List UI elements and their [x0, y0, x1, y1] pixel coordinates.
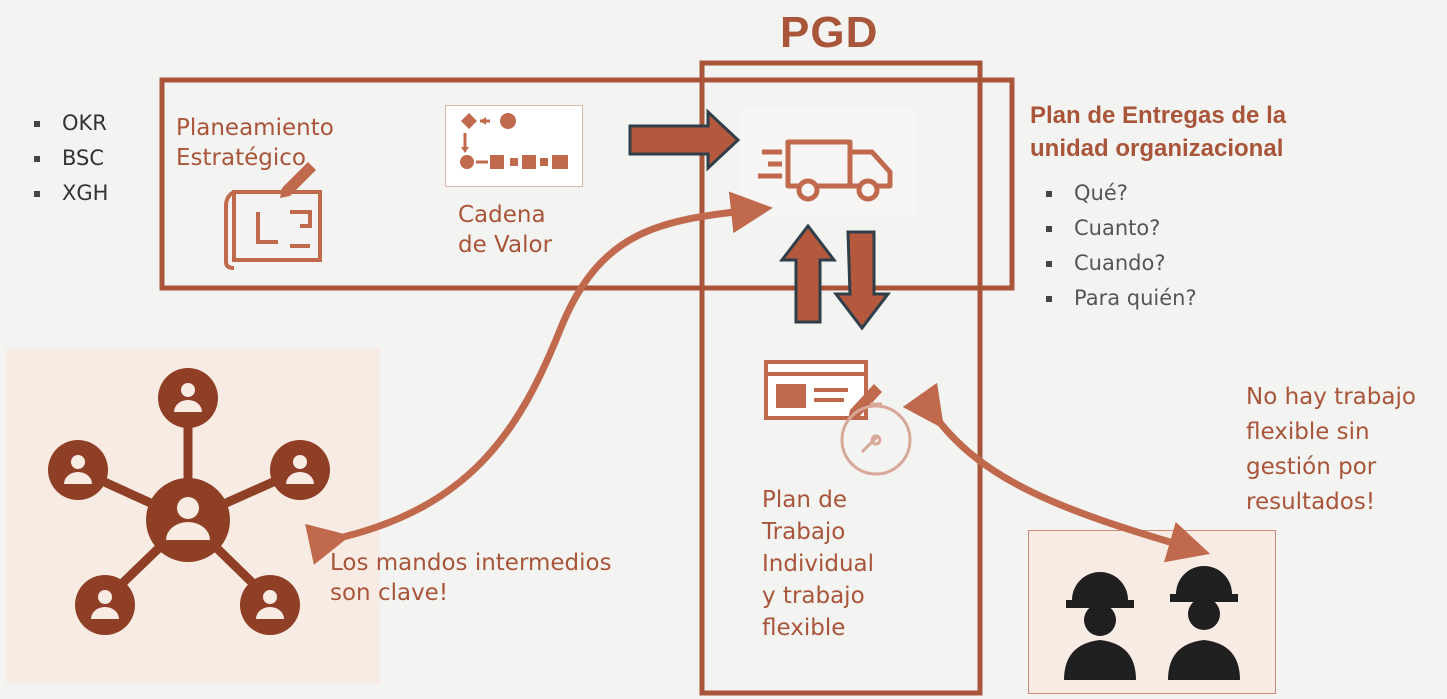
framework-list: OKR BSC XGH — [30, 108, 108, 213]
framework-item: OKR — [30, 108, 108, 143]
down-arrow — [832, 230, 892, 331]
stopwatch-icon — [840, 402, 912, 476]
mandos-curve-arrow — [305, 191, 773, 565]
up-arrow — [778, 223, 838, 324]
pgd-title: PGD — [780, 8, 879, 57]
plan-trabajo-label: Plan de Trabajo Individual y trabajo fle… — [762, 487, 875, 641]
workers-icon — [1064, 566, 1240, 680]
workers-curve-arrow — [902, 382, 1211, 563]
plan-entregas-questions: Qué? Cuanto? Cuando? Para quién? — [1042, 178, 1197, 318]
mandos-note: Los mandos intermedios son clave! — [330, 550, 612, 606]
plan-entregas-title: Plan de Entregas de la unidad organizaci… — [1030, 102, 1287, 162]
question-item: Cuanto? — [1042, 213, 1197, 248]
question-item: Qué? — [1042, 178, 1197, 213]
delivery-truck-icon — [758, 139, 893, 202]
planeamiento-label: Planeamiento Estratégico — [176, 115, 334, 171]
framework-item: XGH — [30, 178, 108, 213]
blueprint-icon — [224, 162, 322, 270]
question-item: Para quién? — [1042, 283, 1197, 318]
org-network-icon — [48, 368, 330, 635]
framework-item: BSC — [30, 143, 108, 178]
flexible-note: No hay trabajo flexible sin gestión por … — [1246, 384, 1416, 515]
question-item: Cuando? — [1042, 248, 1197, 283]
flow-arrow-right — [628, 108, 741, 172]
work-plan-icon — [764, 360, 882, 420]
value-chain-icon — [460, 113, 568, 169]
